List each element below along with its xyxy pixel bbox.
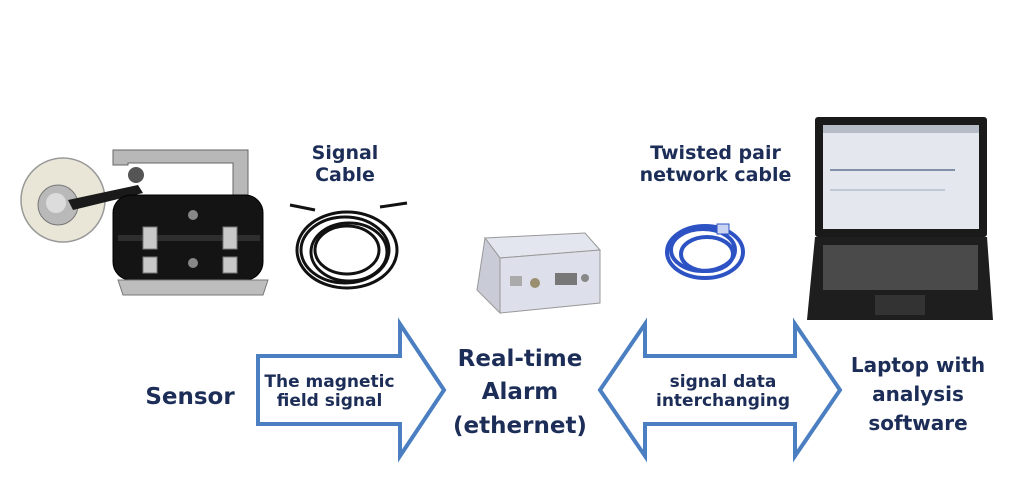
network-cable-image [665,223,745,280]
label-magnetic-field-signal: The magnetic field signal [264,372,395,411]
label-realtime-alarm: Real-time Alarm (ethernet) [453,346,587,439]
label-signal-cable: Signal Cable [311,142,379,186]
laptop-image [807,117,993,320]
label-twisted-pair-cable: Twisted pair network cable [639,142,792,186]
right-arrow-sensor-to-alarm [256,317,447,463]
double-arrow-alarm-laptop [597,317,843,463]
alarm-box-image [476,232,602,315]
label-laptop-analysis-software: Laptop with analysis software [850,353,986,435]
label-signal-data-interchanging: signal data interchanging [656,372,790,411]
signal-cable-image [289,201,408,290]
sensor-device-image [20,149,269,296]
label-sensor: Sensor [145,384,235,410]
